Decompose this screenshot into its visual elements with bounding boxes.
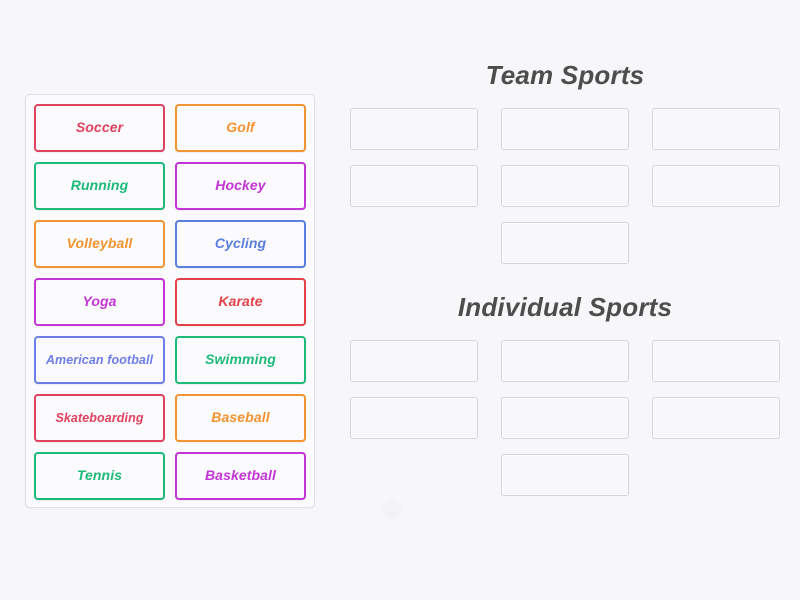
sport-card-soccer[interactable]: Soccer — [34, 104, 165, 152]
drop-slot[interactable] — [652, 340, 780, 382]
sport-card-baseball[interactable]: Baseball — [175, 394, 306, 442]
drop-slot[interactable] — [350, 165, 478, 207]
drop-slot[interactable] — [652, 165, 780, 207]
drop-slot[interactable] — [501, 454, 629, 496]
drop-slot[interactable] — [501, 222, 629, 264]
sport-card-tennis[interactable]: Tennis — [34, 452, 165, 500]
drop-slot[interactable] — [350, 340, 478, 382]
drop-slot-grid — [350, 340, 780, 496]
drop-slot[interactable] — [652, 397, 780, 439]
group-title: Team Sports — [485, 60, 645, 90]
sport-card-cycling[interactable]: Cycling — [175, 220, 306, 268]
sport-card-karate[interactable]: Karate — [175, 278, 306, 326]
sport-card-yoga[interactable]: Yoga — [34, 278, 165, 326]
drop-slot[interactable] — [350, 397, 478, 439]
group-individual-sports: Individual Sports — [350, 292, 780, 496]
drop-slot[interactable] — [501, 397, 629, 439]
drop-slot[interactable] — [501, 340, 629, 382]
drop-slot[interactable] — [501, 165, 629, 207]
sport-card-american-football[interactable]: American football — [34, 336, 165, 384]
drop-slot-grid — [350, 108, 780, 264]
drop-slot[interactable] — [501, 108, 629, 150]
sport-card-swimming[interactable]: Swimming — [175, 336, 306, 384]
sport-card-volleyball[interactable]: Volleyball — [34, 220, 165, 268]
group-title: Individual Sports — [457, 292, 673, 322]
drop-slot[interactable] — [652, 108, 780, 150]
sport-card-skateboarding[interactable]: Skateboarding — [34, 394, 165, 442]
sport-card-running[interactable]: Running — [34, 162, 165, 210]
drop-slot[interactable] — [350, 108, 478, 150]
sport-card-basketball[interactable]: Basketball — [175, 452, 306, 500]
sport-card-hockey[interactable]: Hockey — [175, 162, 306, 210]
sport-card-golf[interactable]: Golf — [175, 104, 306, 152]
group-team-sports: Team Sports — [350, 60, 780, 264]
